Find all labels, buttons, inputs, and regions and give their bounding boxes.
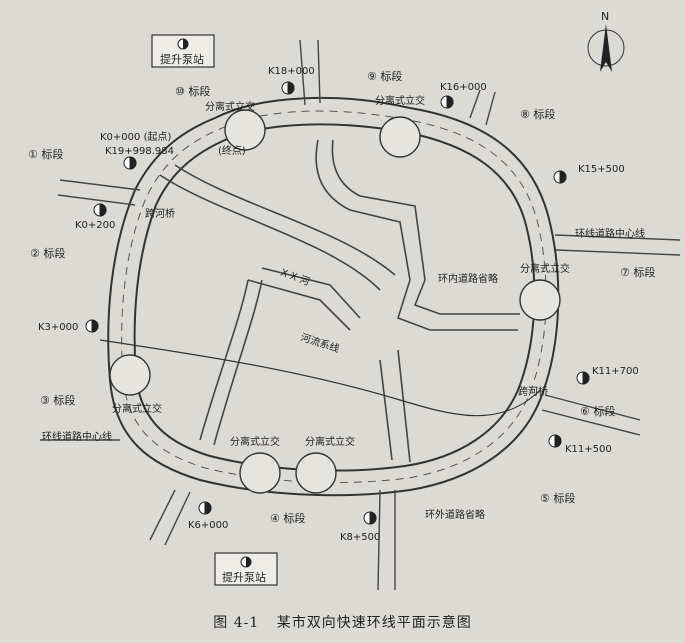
interchange-s2 (295, 452, 337, 494)
section-5: ⑤ 标段 (540, 491, 575, 505)
section-10: ⑩ 标段 (175, 84, 210, 98)
river-line-label: 河流系线 (299, 330, 341, 355)
interchange-s1 (239, 452, 281, 494)
section-1: ① 标段 (28, 147, 63, 161)
outer-road-label: 环外道路省略 (425, 508, 485, 521)
river-centerline (99, 339, 541, 417)
stake-k11-500: K11+500 (565, 444, 612, 455)
pump-station-top: 提升泵站 (151, 34, 215, 68)
interchange-label-e: 分离式立交 (520, 262, 570, 275)
bridge-label-nw: 跨河桥 (145, 208, 175, 220)
centerline-label-e: 环线道路中心线 (575, 227, 645, 240)
ring-road-outer-edge (107, 96, 560, 497)
centerline-label-w: 环线道路中心线 (42, 430, 112, 443)
figure-caption: 图 4-1 某市双向快速环线平面示意图 (0, 612, 685, 632)
stake-k18: K18+000 (268, 66, 315, 77)
inner-roads (159, 139, 520, 463)
interchange-label-n: 分离式立交 (375, 94, 425, 107)
stake-k8: K8+500 (340, 532, 380, 543)
interchange-w (109, 354, 151, 396)
stake-k19: K19+998.984 (105, 146, 174, 157)
pump-station-top-label: 提升泵站 (160, 52, 204, 66)
stake-k11-700: K11+700 (592, 366, 639, 377)
section-4: ④ 标段 (270, 511, 305, 525)
interchange-label-s2: 分离式立交 (305, 435, 355, 448)
section-6: ⑥ 标段 (580, 404, 615, 418)
interchange-e (519, 279, 561, 321)
stake-k0-200: K0+200 (75, 220, 115, 231)
interchange-n (379, 116, 421, 158)
stake-k16: K16+000 (440, 82, 487, 93)
interchange-nw (224, 109, 266, 151)
north-arrow: N (587, 10, 625, 72)
inner-road-label: 环内道路省略 (438, 272, 498, 285)
bridge-label-se: 跨河桥 (518, 386, 548, 398)
interchange-label-s1: 分离式立交 (230, 435, 280, 448)
pump-station-bottom: 提升泵站 (214, 552, 278, 586)
outer-roads (40, 39, 681, 591)
interchange-label-nw: 分离式立交 (205, 100, 255, 113)
figure-number: 图 4-1 (213, 615, 260, 631)
figure-title: 某市双向快速环线平面示意图 (276, 615, 472, 631)
interchange-label-w: 分离式立交 (112, 402, 162, 415)
section-9: ⑨ 标段 (367, 69, 402, 83)
ring-road-inner-edge (133, 123, 536, 472)
north-label: N (601, 10, 609, 23)
stake-markers (85, 81, 590, 525)
section-7: ⑦ 标段 (620, 265, 655, 279)
river-label: X X 河 (279, 267, 311, 289)
ring-road-centerline (121, 110, 547, 484)
stake-k3: K3+000 (38, 322, 78, 333)
pump-station-bottom-label: 提升泵站 (222, 570, 266, 584)
stake-k6: K6+000 (188, 520, 228, 531)
stake-k15: K15+500 (578, 164, 625, 175)
section-8: ⑧ 标段 (520, 107, 555, 121)
stake-end: (终点) (218, 144, 246, 157)
stake-k0: K0+000 (起点) (100, 131, 171, 143)
interchanges (109, 109, 561, 494)
section-3: ③ 标段 (40, 393, 75, 407)
section-2: ② 标段 (30, 246, 65, 260)
